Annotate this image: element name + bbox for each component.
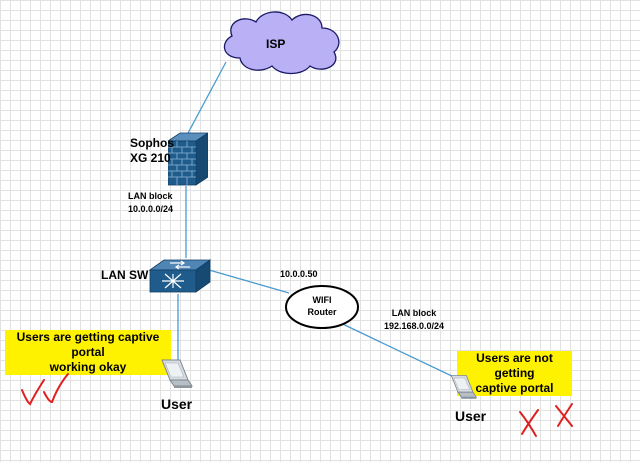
firewall-label-line2: XG 210 — [130, 151, 171, 165]
wifi-router-label-line1: WIFI — [312, 295, 332, 305]
wifi-lan-block-label: LAN block 192.168.0.0/24 — [384, 307, 444, 333]
isp-label: ISP — [266, 37, 286, 51]
router-ip-label: 10.0.0.50 — [280, 269, 318, 279]
firewall-icon — [168, 132, 208, 186]
firewall-label: Sophos XG 210 — [130, 136, 174, 166]
right-note-line2: captive portal — [475, 381, 554, 395]
lan-switch-icon — [148, 259, 212, 293]
link-isp-firewall — [186, 61, 227, 136]
right-note-line1: Users are not getting — [476, 351, 553, 380]
user-left-label: User — [161, 396, 193, 412]
wifi-lan-block-label-line2: 192.168.0.0/24 — [384, 321, 445, 331]
laptop-icon — [450, 375, 478, 399]
user-right-label: User — [455, 408, 487, 424]
right-note: Users are not getting captive portal — [457, 351, 572, 396]
cross-icon — [519, 403, 573, 437]
firewall-label-line1: Sophos — [130, 136, 174, 150]
wifi-router-icon — [285, 285, 359, 329]
wifi-router-label-line2: Router — [307, 307, 337, 317]
laptop-icon — [161, 359, 193, 388]
link-switch-router — [208, 269, 290, 294]
checkmark-icon — [21, 373, 69, 406]
lan-block-label-line2: 10.0.0.0/24 — [128, 204, 174, 214]
wifi-router-label: WIFI Router — [284, 294, 360, 318]
wifi-lan-block-label-line1: LAN block — [391, 308, 437, 318]
lan-switch-label: LAN SW — [101, 268, 149, 282]
link-router-user — [329, 317, 457, 379]
lan-block-label: LAN block 10.0.0.0/24 — [128, 190, 173, 216]
isp-cloud-icon — [223, 11, 340, 75]
lan-block-label-line1: LAN block — [128, 191, 173, 201]
left-note-line2: working okay — [49, 360, 127, 374]
left-note-line1: Users are getting captive portal — [16, 330, 160, 359]
left-note: Users are getting captive portal working… — [5, 330, 171, 375]
